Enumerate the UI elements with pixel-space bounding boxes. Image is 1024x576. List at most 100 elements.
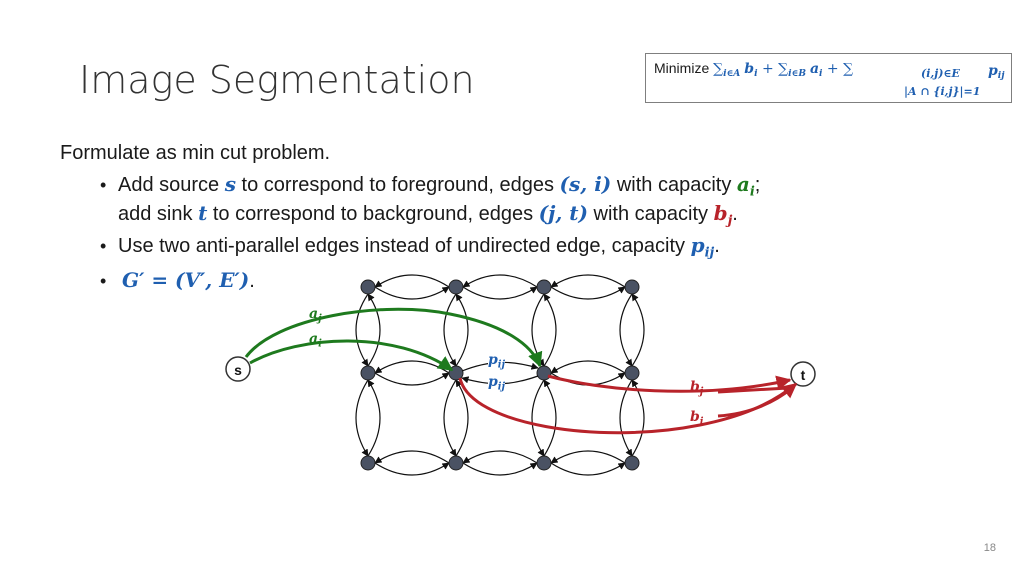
p-ij: p (988, 63, 998, 79)
label-sub: i (699, 416, 704, 428)
p-ij-term: pij (988, 62, 1005, 81)
pixel-node (360, 455, 376, 471)
bullet-3-line: G′ = (V′, E′). (122, 265, 255, 297)
pixel-node (360, 365, 376, 381)
label-text: a (309, 306, 319, 322)
label-sub: i (318, 338, 322, 350)
grid-edge-vertical (543, 293, 557, 367)
sink-var: t (198, 201, 208, 225)
pixel-node (448, 279, 464, 295)
plus-sign-2: + (822, 61, 844, 77)
text-segment: add sink (118, 203, 199, 225)
label-text: b (690, 409, 700, 425)
text-segment: . (732, 203, 738, 225)
capacity-p: p (690, 233, 705, 257)
text-segment: with capacity (587, 203, 714, 225)
sum-symbol: ∑ (713, 61, 724, 77)
plus-sign: + (757, 61, 779, 77)
bullet-2-line: Use two anti-parallel edges instead of u… (118, 230, 720, 269)
text-segment: . (249, 270, 255, 292)
grid-edge-horizontal (462, 462, 538, 476)
label-p-ij-2: pij (488, 374, 506, 393)
label-sub: j (699, 386, 704, 398)
text-segment: to correspond to background, edges (207, 203, 539, 225)
grid-edge-vertical (619, 379, 633, 457)
edge-s-to-j (244, 307, 543, 368)
pixel-node (536, 279, 552, 295)
sink-label: t (801, 367, 806, 383)
grid-edge-horizontal (374, 372, 450, 386)
label-b-i: bi (690, 409, 704, 427)
a-i-sub: i (819, 68, 823, 80)
bullet-dot: • (100, 175, 107, 195)
pixel-node (624, 279, 640, 295)
sum-symbol-3: ∑ (843, 61, 854, 77)
capacity-a-sub: i (749, 184, 755, 200)
capacity-b-sub: j (727, 213, 733, 229)
grid-edge-horizontal (550, 274, 626, 288)
grid-edge-horizontal (462, 274, 538, 288)
text-segment: Use two anti-parallel edges instead of u… (118, 235, 691, 257)
grid-edge-vertical (543, 379, 557, 457)
capacity-b: b (713, 201, 728, 225)
formula-prefix: Minimize (654, 60, 714, 76)
bullet-dot: • (100, 271, 107, 291)
label-text: a (309, 331, 319, 347)
grid-edge-vertical (631, 293, 645, 367)
sink-edge-var: (j, t) (538, 201, 588, 225)
source-node: s (225, 356, 251, 382)
pixel-node (448, 455, 464, 471)
text-segment: with capacity (611, 174, 737, 196)
pixel-node (536, 455, 552, 471)
b-i-sub: i (754, 68, 758, 80)
text-segment: . (714, 235, 720, 257)
edge-set-subscript: (i,j)∈E (921, 67, 960, 80)
pixel-node (360, 279, 376, 295)
edge-j-to-t (547, 374, 792, 393)
sum-b-subscript: i∈B (788, 68, 807, 80)
grid-edge-horizontal (374, 286, 450, 300)
label-a-j: aj (309, 306, 322, 324)
objective-formula: Minimize ∑i∈A bi + ∑i∈B ai + ∑ (654, 60, 853, 79)
grid-edge-vertical (631, 379, 645, 457)
label-text: p (488, 352, 498, 368)
capacity-a: a (736, 172, 750, 196)
label-text: p (488, 374, 498, 390)
grid-edge-vertical (355, 293, 369, 367)
slide-title: Image Segmentation (79, 58, 475, 102)
bullet-1-line-1: Add source s to correspond to foreground… (118, 169, 760, 208)
source-edge-var: (s, i) (559, 172, 612, 196)
objective-formula-box: Minimize ∑i∈A bi + ∑i∈B ai + ∑ (i,j)∈E |… (645, 53, 1012, 103)
capacity-p-sub: ij (704, 245, 715, 261)
source-var: s (224, 172, 236, 196)
grid-edge-horizontal (462, 286, 538, 300)
grid-edge-horizontal (550, 286, 626, 300)
source-label: s (234, 362, 242, 378)
grid-edge-vertical (455, 379, 469, 457)
grid-edge-vertical (367, 379, 381, 457)
label-b-j: bj (690, 379, 703, 397)
label-text: b (690, 379, 700, 395)
grid-edge-horizontal (550, 450, 626, 464)
sum-a-subscript: i∈A (723, 68, 741, 80)
grid-edge-horizontal (374, 274, 450, 288)
grid-edge-vertical (443, 293, 457, 367)
grid-edge-vertical (455, 293, 469, 367)
grid-edge-horizontal (550, 462, 626, 476)
grid-edge-horizontal (374, 462, 450, 476)
grid-edge-vertical (531, 379, 545, 457)
pixel-node (536, 365, 552, 381)
label-sub: ij (497, 381, 506, 393)
graph-definition: G′ = (V′, E′) (122, 268, 250, 292)
text-segment: ; (754, 174, 761, 196)
intro-line: Formulate as min cut problem. (60, 142, 331, 164)
a-i-term: a (809, 61, 820, 77)
edge-j-to-t-tail (717, 386, 789, 394)
label-sub: ij (497, 359, 506, 371)
label-sub: j (318, 313, 322, 325)
label-a-i: ai (309, 331, 322, 349)
pixel-node (624, 365, 640, 381)
grid-edge-vertical (367, 293, 381, 367)
edge-s-to-i (249, 339, 454, 372)
